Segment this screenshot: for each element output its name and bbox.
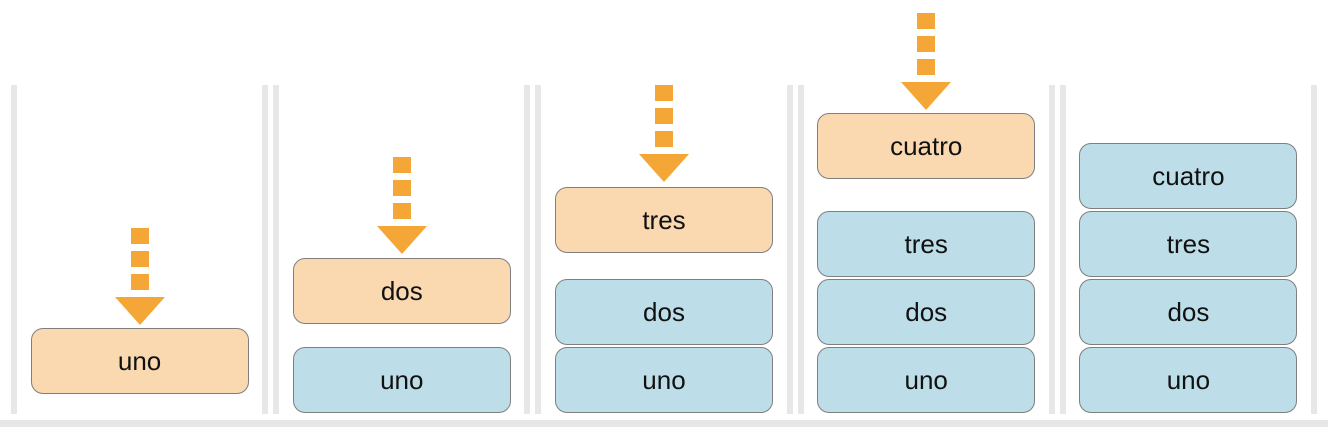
arrow-head <box>639 154 689 182</box>
stack-item-box: uno <box>30 328 249 394</box>
stack-item-box: cuatro <box>1079 143 1298 209</box>
arrow-dash <box>655 85 673 101</box>
arrow-head <box>376 226 427 254</box>
push-arrow-icon <box>901 13 952 110</box>
arrow-head <box>901 82 952 110</box>
arrow-dash <box>917 13 936 29</box>
stack-item-box: uno <box>817 347 1036 413</box>
stack-item-box: uno <box>1079 347 1298 413</box>
push-arrow-icon <box>639 85 689 182</box>
floor-line <box>0 420 1328 427</box>
stack-item-box: uno <box>555 347 773 413</box>
stack-item-box: tres <box>555 187 773 253</box>
stack-item-box: cuatro <box>817 113 1036 179</box>
panel-step-1: uno <box>11 85 269 414</box>
panel-step-2: dos uno <box>273 85 531 414</box>
arrow-dash <box>392 180 411 196</box>
arrow-dash <box>655 131 673 147</box>
arrow-dash <box>130 228 149 244</box>
stack-item-box: dos <box>555 279 773 345</box>
stack-item-box: tres <box>817 211 1036 277</box>
stack-item-box: uno <box>292 347 511 413</box>
push-arrow-icon <box>114 228 165 325</box>
stack-item-box: dos <box>817 279 1036 345</box>
arrow-dash <box>917 36 936 52</box>
arrow-dash <box>130 274 149 290</box>
panel-step-3: tres dos uno <box>535 85 793 414</box>
push-arrow-icon <box>376 157 427 254</box>
arrow-dash <box>392 203 411 219</box>
arrow-dash <box>130 251 149 267</box>
panel-step-5: cuatro tres dos uno <box>1059 85 1318 414</box>
panel-step-4: cuatro tres dos uno <box>797 13 1055 414</box>
stack-item-box: tres <box>1079 211 1298 277</box>
stack-item-box: dos <box>1079 279 1298 345</box>
stack-item-box: dos <box>292 258 511 324</box>
arrow-dash <box>917 59 936 75</box>
panel-row: uno dos uno tres dos uno <box>11 13 1318 414</box>
arrow-dash <box>655 108 673 124</box>
arrow-dash <box>392 157 411 173</box>
arrow-head <box>114 297 165 325</box>
